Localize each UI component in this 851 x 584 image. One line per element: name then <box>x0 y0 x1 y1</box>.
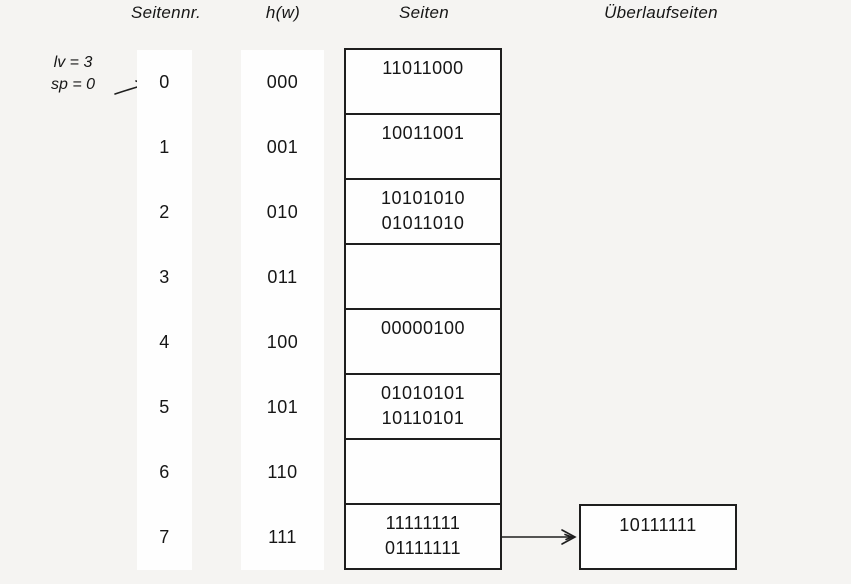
page-number: 6 <box>159 462 170 482</box>
record-value <box>346 341 500 366</box>
record-value: 10101010 <box>380 188 466 208</box>
arrow-right-icon <box>502 529 577 545</box>
hash-value: 011 <box>267 267 298 287</box>
hash-value: 101 <box>266 397 299 417</box>
record-value: 01111111 <box>384 538 462 558</box>
page-number: 5 <box>159 397 170 417</box>
record-value: 01011010 <box>381 213 465 233</box>
overflow-page-box: 10111111 <box>579 504 737 570</box>
record-value: 11011000 <box>382 58 464 78</box>
page-cell-6 <box>346 438 500 503</box>
hash-value: 001 <box>266 137 299 157</box>
page-cell-2: 10101010 01011010 <box>346 178 500 243</box>
column-header-hash-function: h(w) <box>265 3 301 22</box>
record-value: 00000100 <box>380 318 466 338</box>
hash-value: 010 <box>266 202 299 222</box>
record-value: 10011001 <box>381 123 465 143</box>
hash-value: 111 <box>268 527 297 547</box>
page-cell-0: 11011000 <box>346 50 500 113</box>
page-cell-1: 10011001 <box>346 113 500 178</box>
overflow-record-value: 10111111 <box>619 515 697 535</box>
hash-value: 100 <box>266 332 299 352</box>
record-value <box>346 471 500 496</box>
column-header-seiten: Seiten <box>398 3 450 22</box>
hash-value: 110 <box>267 462 298 482</box>
page-number: 4 <box>159 332 170 352</box>
split-pointer-value: sp = 0 <box>50 76 96 93</box>
page-cell-7: 11111111 01111111 <box>346 503 500 568</box>
page-cell-5: 01010101 10110101 <box>346 373 500 438</box>
page-number: 3 <box>159 267 170 287</box>
record-value <box>346 251 500 276</box>
record-value <box>346 146 500 171</box>
column-header-ueberlaufseiten: Überlaufseiten <box>604 3 718 22</box>
hash-value-column: 000 001 010 011 100 101 110 111 <box>241 50 324 570</box>
page-number-column: 0 1 2 3 4 5 6 7 <box>137 50 192 570</box>
pages-box: 11011000 10011001 10101010 01011010 0000… <box>344 48 502 570</box>
page-number: 2 <box>159 202 170 222</box>
page-number: 7 <box>159 527 170 547</box>
page-cell-3 <box>346 243 500 308</box>
record-value <box>346 81 500 106</box>
page-number: 1 <box>159 137 170 157</box>
hash-value: 000 <box>266 72 299 92</box>
record-value: 01010101 <box>380 383 466 403</box>
record-value <box>346 446 500 471</box>
page-number: 0 <box>159 72 170 92</box>
page-cell-4: 00000100 <box>346 308 500 373</box>
record-value: 10110101 <box>381 408 465 428</box>
state-annotation: lv = 3 sp = 0 <box>30 52 116 96</box>
record-value <box>346 276 500 301</box>
column-header-seitennr: Seitennr. <box>130 3 202 22</box>
record-value: 11111111 <box>385 513 461 533</box>
level-value: lv = 3 <box>53 54 93 71</box>
